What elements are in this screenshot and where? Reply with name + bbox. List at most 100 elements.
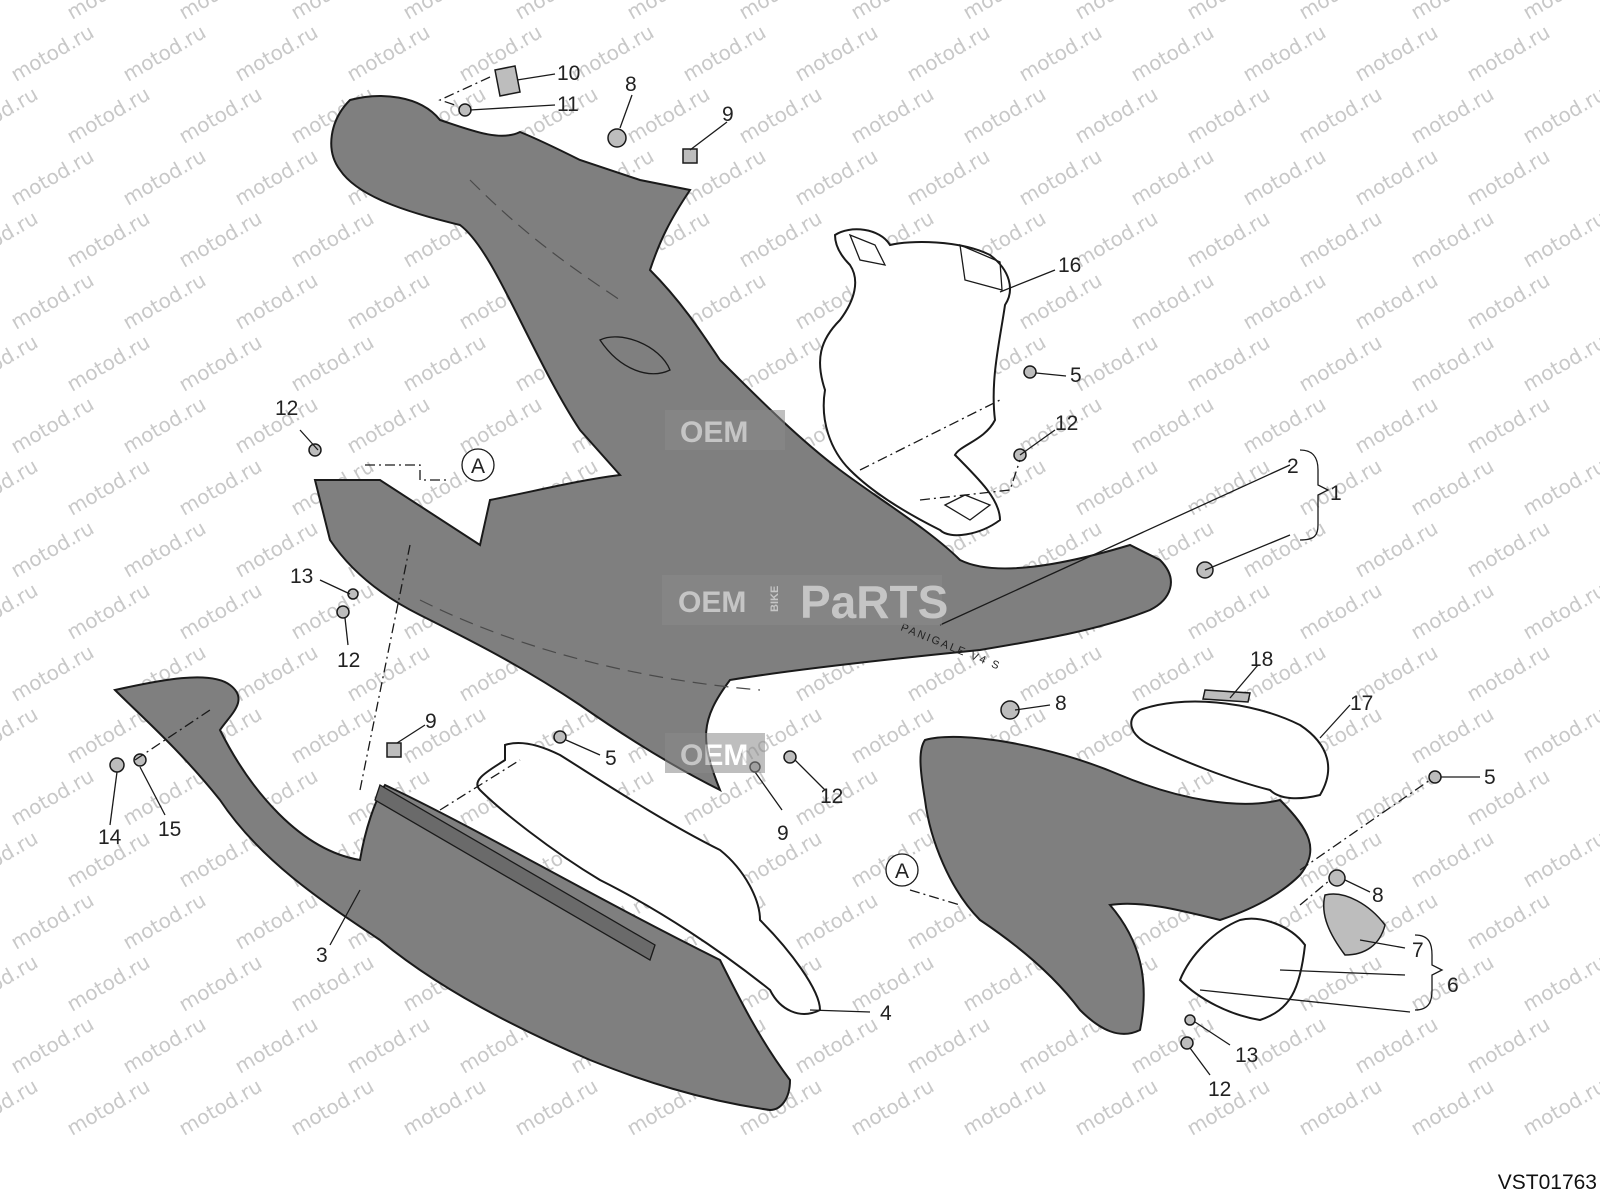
watermark-text: motod.ru [175,950,266,1017]
lower-cover [1178,917,1307,1022]
watermark-text: motod.ru [847,950,938,1017]
watermark-text: motod.ru [231,144,322,211]
watermark-text: motod.ru [1015,144,1106,211]
callout-label: 13 [290,565,313,588]
watermark-text: motod.ru [0,950,42,1017]
callout-label: 9 [425,710,437,733]
strip-18 [1202,689,1251,703]
watermark-text: motod.ru [1071,206,1162,273]
side-fairing-6 [919,735,1312,1035]
screw-12 [783,750,797,764]
watermark-text: motod.ru [1463,888,1554,955]
watermark-text: motod.ru [847,1074,938,1141]
watermark-text: motod.ru [1463,516,1554,583]
watermark-text: motod.ru [623,0,714,24]
watermark-text: motod.ru [0,826,42,893]
watermark-text: motod.ru [1351,144,1442,211]
watermark-text: motod.ru [1295,82,1386,149]
upper-fairing-crease [419,599,761,691]
watermark-text: motod.ru [1351,20,1442,87]
callout-label: 13 [1235,1044,1258,1067]
watermark-text: motod.ru [63,82,154,149]
watermark-text: motod.ru [1239,144,1330,211]
ref-circle-a [461,448,495,482]
callout-label: 8 [1055,692,1067,715]
screw-12 [308,443,322,457]
watermark-text: motod.ru [1239,392,1330,459]
callout-label: 5 [1070,364,1082,387]
watermark-text: motod.ru [1519,826,1600,893]
watermark-text: motod.ru [7,268,98,335]
watermark-text: motod.ru [1239,268,1330,335]
callout-label: 5 [1484,766,1496,789]
callout-label: 2 [1287,455,1299,478]
watermark-text: motod.ru [847,82,938,149]
brand-parts: PaRTS [800,576,948,628]
watermark-text: motod.ru [119,268,210,335]
watermark-text: motod.ru [1407,578,1498,645]
watermark-text: motod.ru [1071,330,1162,397]
callout-label: 12 [1208,1078,1231,1101]
watermark-text: motod.ru [287,702,378,769]
watermark-text: motod.ru [1295,578,1386,645]
watermark-text: motod.ru [1183,578,1274,645]
watermark-text: motod.ru [1127,20,1218,87]
screw-12 [336,605,350,619]
watermark-text: motod.ru [119,516,210,583]
watermark-text: motod.ru [1519,330,1600,397]
watermark-text: motod.ru [1015,268,1106,335]
watermark-text: motod.ru [399,702,490,769]
watermark-text: motod.ru [0,578,42,645]
brand-oem: OEM [680,739,748,772]
watermark-text: motod.ru [343,20,434,87]
watermark-text: motod.ru [1183,0,1274,24]
watermark-text: motod.ru [1407,826,1498,893]
callout-label: 18 [1250,648,1273,671]
watermark-text: motod.ru [7,640,98,707]
cover-7 [1323,893,1386,956]
callout-label: 8 [625,73,637,96]
watermark-text: motod.ru [1183,82,1274,149]
watermark-text: motod.ru [175,206,266,273]
watermark-text: motod.ru [1015,20,1106,87]
watermark-text: motod.ru [7,392,98,459]
watermark-text: motod.ru [1463,640,1554,707]
watermark-text: motod.ru [791,144,882,211]
watermark-text: motod.ru [959,82,1050,149]
watermark-text: motod.ru [63,950,154,1017]
watermark-text: motod.ru [1351,1012,1442,1079]
rubber-mount-8 [607,128,627,148]
watermark-text: motod.ru [959,1074,1050,1141]
washer-13 [1184,1014,1196,1026]
watermark-text: motod.ru [1239,20,1330,87]
watermark-text: motod.ru [1407,206,1498,273]
watermark-text: motod.ru [63,0,154,24]
watermark-text: motod.ru [287,0,378,24]
callout-label: 9 [777,822,789,845]
watermark-text: motod.ru [1071,454,1162,521]
panel-hole [848,233,887,266]
watermark-text: motod.ru [847,0,938,24]
watermark-text: motod.ru [0,1074,42,1141]
callout-label: 8 [1372,884,1384,907]
watermark-text: motod.ru [287,950,378,1017]
watermark-text: motod.ru [343,392,434,459]
watermark-text: motod.ru [1519,1074,1600,1141]
panel-hole [943,494,992,521]
watermark-text: motod.ru [1463,764,1554,831]
washer-5 [1023,365,1037,379]
watermark-text: motod.ru [679,20,770,87]
watermark-text: motod.ru [735,206,826,273]
watermark-text: motod.ru [1407,1074,1498,1141]
watermark-text: motod.ru [1351,392,1442,459]
washer-5 [1428,770,1442,784]
watermark-text: motod.ru [1295,0,1386,24]
watermark-text: motod.ru [287,330,378,397]
callout-label: 3 [316,944,328,967]
watermark-text: motod.ru [1295,206,1386,273]
inner-panel-17 [1130,700,1330,800]
watermark-text: motod.ru [175,330,266,397]
watermark-text: motod.ru [1071,82,1162,149]
ref-letter: A [895,860,909,883]
clip-nut-9 [386,742,402,758]
